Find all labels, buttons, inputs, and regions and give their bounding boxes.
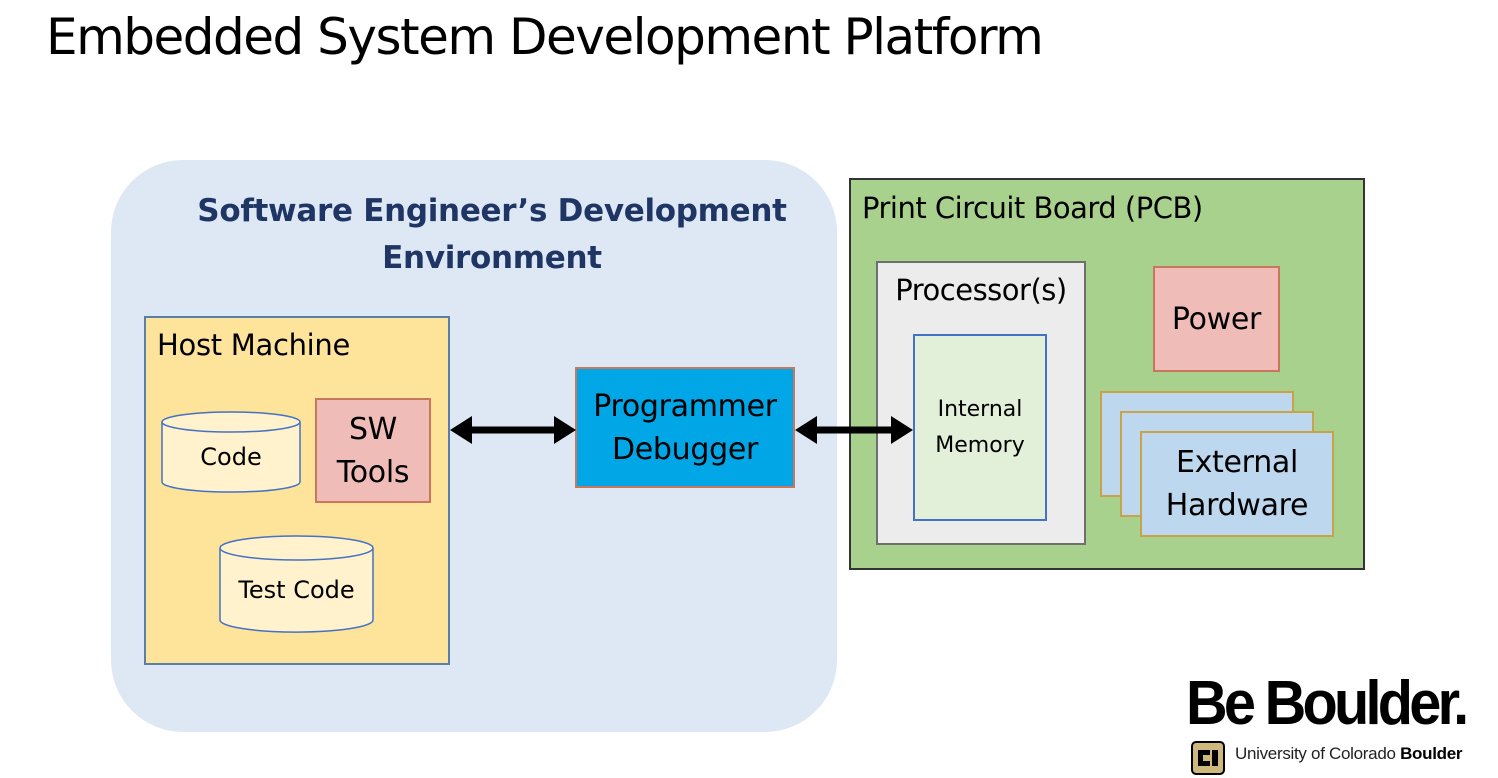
internal-memory-line2: Memory bbox=[935, 432, 1025, 458]
host-programmer-arrow bbox=[450, 416, 576, 444]
external-hardware-line1: External bbox=[1175, 445, 1299, 480]
test-code-label: Test Code bbox=[238, 576, 355, 604]
slide-title: Embedded System Development Platform bbox=[46, 8, 1044, 66]
environment-title: Software Engineer’s Development Environm… bbox=[160, 188, 824, 282]
host-machine-label: Host Machine bbox=[157, 328, 351, 362]
sw-tools-box: SW Tools bbox=[315, 398, 431, 503]
environment-title-line1: Software Engineer’s Development bbox=[197, 193, 787, 229]
university-name: University of Colorado Boulder bbox=[1235, 742, 1463, 766]
programmer-label: Programmer bbox=[593, 388, 777, 424]
programmer-debugger-box: Programmer Debugger bbox=[575, 367, 795, 488]
sw-tools-line2: Tools bbox=[336, 454, 410, 490]
power-label: Power bbox=[1171, 301, 1262, 337]
campus-label: Boulder bbox=[1400, 744, 1463, 763]
internal-memory-box: Internal Memory bbox=[913, 334, 1047, 521]
sw-tools-line1: SW bbox=[348, 411, 398, 447]
pcb-label: Print Circuit Board (PCB) bbox=[862, 191, 1203, 225]
cu-logo-icon bbox=[1191, 741, 1225, 775]
external-hardware-line2: Hardware bbox=[1165, 488, 1309, 523]
internal-memory-line1: Internal bbox=[937, 396, 1023, 422]
code-label: Code bbox=[200, 443, 262, 471]
external-hardware-box: External Hardware bbox=[1140, 431, 1334, 537]
processor-label: Processor(s) bbox=[895, 273, 1067, 307]
power-box: Power bbox=[1153, 266, 1280, 372]
code-database-icon bbox=[161, 411, 301, 493]
debugger-label: Debugger bbox=[611, 431, 759, 467]
programmer-memory-arrow bbox=[795, 416, 913, 444]
test-code-database-icon bbox=[219, 535, 374, 633]
environment-title-line2: Environment bbox=[382, 240, 602, 276]
university-label: University of Colorado bbox=[1235, 744, 1396, 763]
be-boulder-logo: Be Boulder. bbox=[1186, 669, 1469, 738]
